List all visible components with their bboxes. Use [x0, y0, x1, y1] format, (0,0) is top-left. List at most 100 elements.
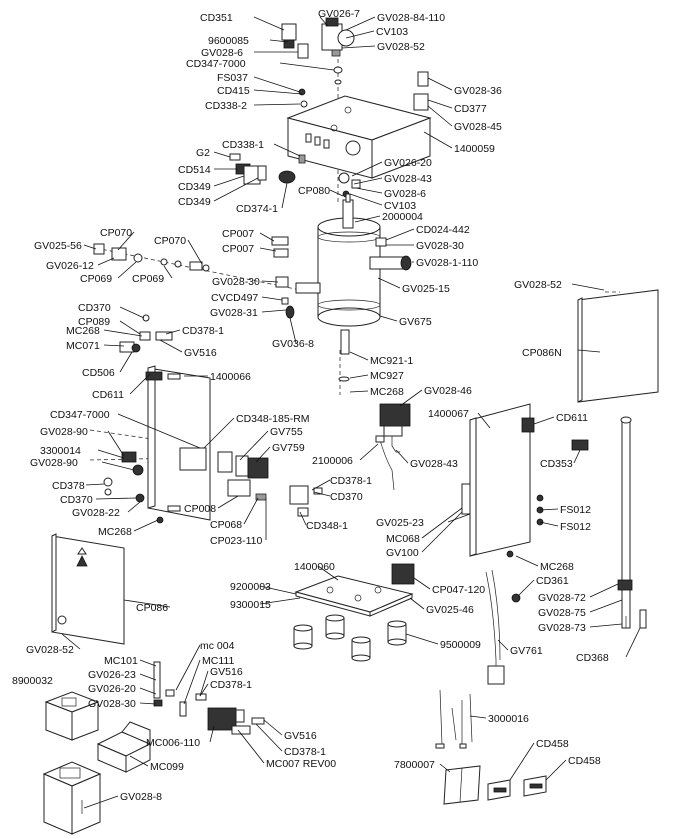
- label-cvcd497: CVCD497: [211, 292, 258, 304]
- label-mc071: MC071: [66, 340, 100, 352]
- label-cd458-a: CD458: [536, 738, 569, 750]
- top-housing-1400059: [286, 71, 432, 179]
- label-mc268-d: MC268: [540, 561, 574, 573]
- label-cd378: CD378: [52, 480, 85, 492]
- label-1400059: 1400059: [454, 143, 495, 155]
- power-cord-gv761: [391, 550, 521, 685]
- label-gv028-43-mid: GV028-43: [384, 173, 432, 185]
- label-gv028-45: GV028-45: [454, 121, 502, 133]
- label-cd374-1: CD374-1: [236, 203, 278, 215]
- label-cd370-low: CD370: [60, 494, 93, 506]
- front-panel-cp086: [51, 533, 125, 645]
- label-gv028-52-low: GV028-52: [26, 644, 74, 656]
- label-cd458-b: CD458: [568, 755, 601, 767]
- label-9500009: 9500009: [440, 639, 481, 651]
- label-cp068: CP068: [210, 519, 242, 531]
- label-cv103-mid: CV103: [384, 200, 416, 212]
- label-cv103-top: CV103: [376, 26, 408, 38]
- left-panel-1400066: [145, 365, 323, 521]
- left-piping: [93, 236, 295, 319]
- label-cp069-b: CP069: [132, 273, 164, 285]
- label-gv026-12: GV026-12: [46, 260, 94, 272]
- label-7800007: 7800007: [394, 759, 435, 771]
- top-valve-assembly: [281, 17, 355, 108]
- label-gv028-1-110: GV028-1-110: [416, 257, 478, 269]
- label-gv028-30-low: GV028-30: [88, 698, 136, 710]
- label-mc007-rev00: MC007 REV00: [266, 758, 336, 770]
- label-mc927: MC927: [370, 370, 404, 382]
- label-gv036-8: GV036-8: [272, 338, 314, 350]
- label-gv100: GV100: [386, 547, 419, 559]
- label-cd348-1: CD348-1: [306, 520, 348, 532]
- manual-and-tags: [443, 765, 547, 805]
- label-gv761: GV761: [510, 645, 543, 657]
- label-cd415: CD415: [217, 85, 250, 97]
- label-gv028-30-tank: GV028-30: [416, 240, 464, 252]
- label-gv028-90-a: GV028-90: [40, 426, 88, 438]
- label-gv675: GV675: [399, 316, 432, 328]
- label-cp007-b: CP007: [222, 243, 254, 255]
- label-2100006: 2100006: [312, 455, 353, 467]
- label-cp086n: CP086N: [522, 347, 562, 359]
- label-9600085: 9600085: [208, 35, 249, 47]
- label-cp080: CP080: [298, 185, 330, 197]
- label-gv025-23: GV025-23: [376, 517, 424, 529]
- label-cd361: CD361: [536, 575, 569, 587]
- label-gv028-36: GV028-36: [454, 85, 502, 97]
- label-8900032: 8900032: [12, 675, 53, 687]
- label-cp069-a: CP069: [80, 273, 112, 285]
- label-cd370-mid: CD370: [330, 491, 363, 503]
- label-cp008: CP008: [184, 503, 216, 515]
- left-small-fittings: [119, 314, 173, 353]
- label-cd378-1-c: CD378-1: [210, 679, 252, 691]
- label-cd353: CD353: [540, 458, 573, 470]
- label-9200003: 9200003: [230, 581, 271, 593]
- label-mc006-110: MC006-110: [146, 737, 200, 749]
- base-plate-1400060: [294, 575, 414, 617]
- label-cd348-185-rm: CD348-185-RM: [236, 413, 310, 425]
- label-cd378-1-d: CD378-1: [284, 746, 326, 758]
- label-gv028-90-b: GV028-90: [30, 457, 78, 469]
- label-gv028-6-mid: GV028-6: [384, 188, 426, 200]
- label-cp070-a: CP070: [100, 227, 132, 239]
- label-9300015: 9300015: [230, 599, 271, 611]
- label-mc099: MC099: [150, 761, 184, 773]
- bottom-mid-fittings: [153, 661, 265, 735]
- label-cd611-left: CD611: [92, 389, 124, 401]
- label-mc268-c: MC268: [98, 526, 132, 538]
- label-cd338-1: CD338-1: [222, 139, 264, 151]
- label-mc268-b: MC268: [370, 386, 404, 398]
- label-gv028-72: GV028-72: [538, 592, 586, 604]
- label-3300014: 3300014: [40, 445, 81, 457]
- label-gv026-20-mid: GV026-20: [384, 157, 432, 169]
- label-mc111: MC111: [202, 655, 234, 667]
- label-cd349-b: CD349: [178, 196, 211, 208]
- right-panel-1400067: [461, 403, 544, 557]
- label-gv028-30-pipe: GV028-30: [212, 276, 260, 288]
- water-tank-gv675: [295, 193, 412, 382]
- label-cp007-a: CP007: [222, 228, 254, 240]
- label-1400060: 1400060: [294, 561, 335, 573]
- label-gv028-8: GV028-8: [120, 791, 162, 803]
- right-door-cp086n: [577, 289, 659, 403]
- label-1400066: 1400066: [210, 371, 251, 383]
- label-gv516-b: GV516: [210, 666, 243, 678]
- leader-lines: [61, 16, 641, 809]
- label-gv026-23: GV026-23: [88, 669, 136, 681]
- label-gv028-31: GV028-31: [210, 307, 258, 319]
- label-cd351: CD351: [200, 12, 233, 24]
- feet-9500009: [293, 614, 407, 662]
- label-gv759: GV759: [272, 442, 305, 454]
- label-gv026-7: GV026-7: [318, 8, 360, 20]
- label-mc921-1: MC921-1: [370, 355, 413, 367]
- label-3000016: 3000016: [488, 713, 529, 725]
- label-cd347-7000-top: CD347-7000: [186, 58, 246, 70]
- label-2000004: 2000004: [382, 211, 423, 223]
- label-cd378-1-b: CD378-1: [330, 475, 372, 487]
- label-cd611-right: CD611: [556, 412, 588, 424]
- label-gv028-73: GV028-73: [538, 622, 586, 634]
- label-gv025-56: GV025-56: [34, 240, 82, 252]
- label-gv028-43-low: GV028-43: [410, 458, 458, 470]
- label-cd024-442: CD024-442: [416, 224, 470, 236]
- label-cd514: CD514: [178, 164, 211, 176]
